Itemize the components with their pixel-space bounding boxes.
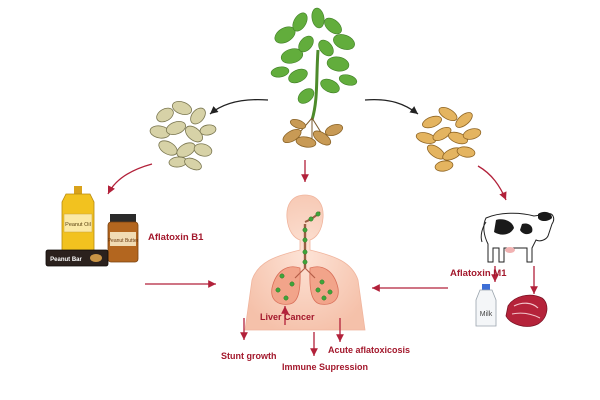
peanut-bar-label: Peanut Bar	[50, 257, 82, 263]
peanut-bar: Peanut Bar	[45, 249, 109, 267]
milk-label: Milk	[480, 311, 493, 318]
aflatoxin-m1-label: Aflatoxin M1	[450, 268, 507, 279]
peanut-oil-bottle: Peanut Oil	[61, 186, 95, 253]
peanut-plant-illustration	[270, 7, 358, 148]
arrow-right-pile-to-cow	[477, 165, 507, 201]
cow-illustration	[480, 211, 555, 263]
peanut-pile-left	[149, 101, 217, 171]
peanut-butter-label: Peanut Butter	[108, 238, 139, 244]
arrow-plant-to-right-pile	[364, 98, 419, 115]
arrow-plant-to-left-pile	[209, 98, 269, 115]
stunt-growth-label: Stunt growth	[221, 351, 277, 361]
milk-bottle: Milk	[475, 284, 497, 327]
peanut-oil-label: Peanut Oil	[65, 222, 91, 228]
peanut-pile-right	[415, 106, 482, 172]
meat-cut	[505, 294, 548, 327]
human-body-illustration	[244, 194, 366, 331]
acute-aflatoxicosis-label: Acute aflatoxicosis	[328, 345, 411, 355]
right-lung	[309, 266, 339, 305]
aflatoxin-b1-label: Aflatoxin B1	[148, 232, 204, 243]
peanut-butter-jar: Peanut Butter	[107, 214, 139, 263]
liver-cancer-label: Liver Cancer	[260, 312, 315, 322]
left-lung	[271, 266, 301, 305]
arrow-left-pile-to-products	[107, 163, 153, 195]
immune-supression-label: Immune Supression	[282, 362, 369, 372]
